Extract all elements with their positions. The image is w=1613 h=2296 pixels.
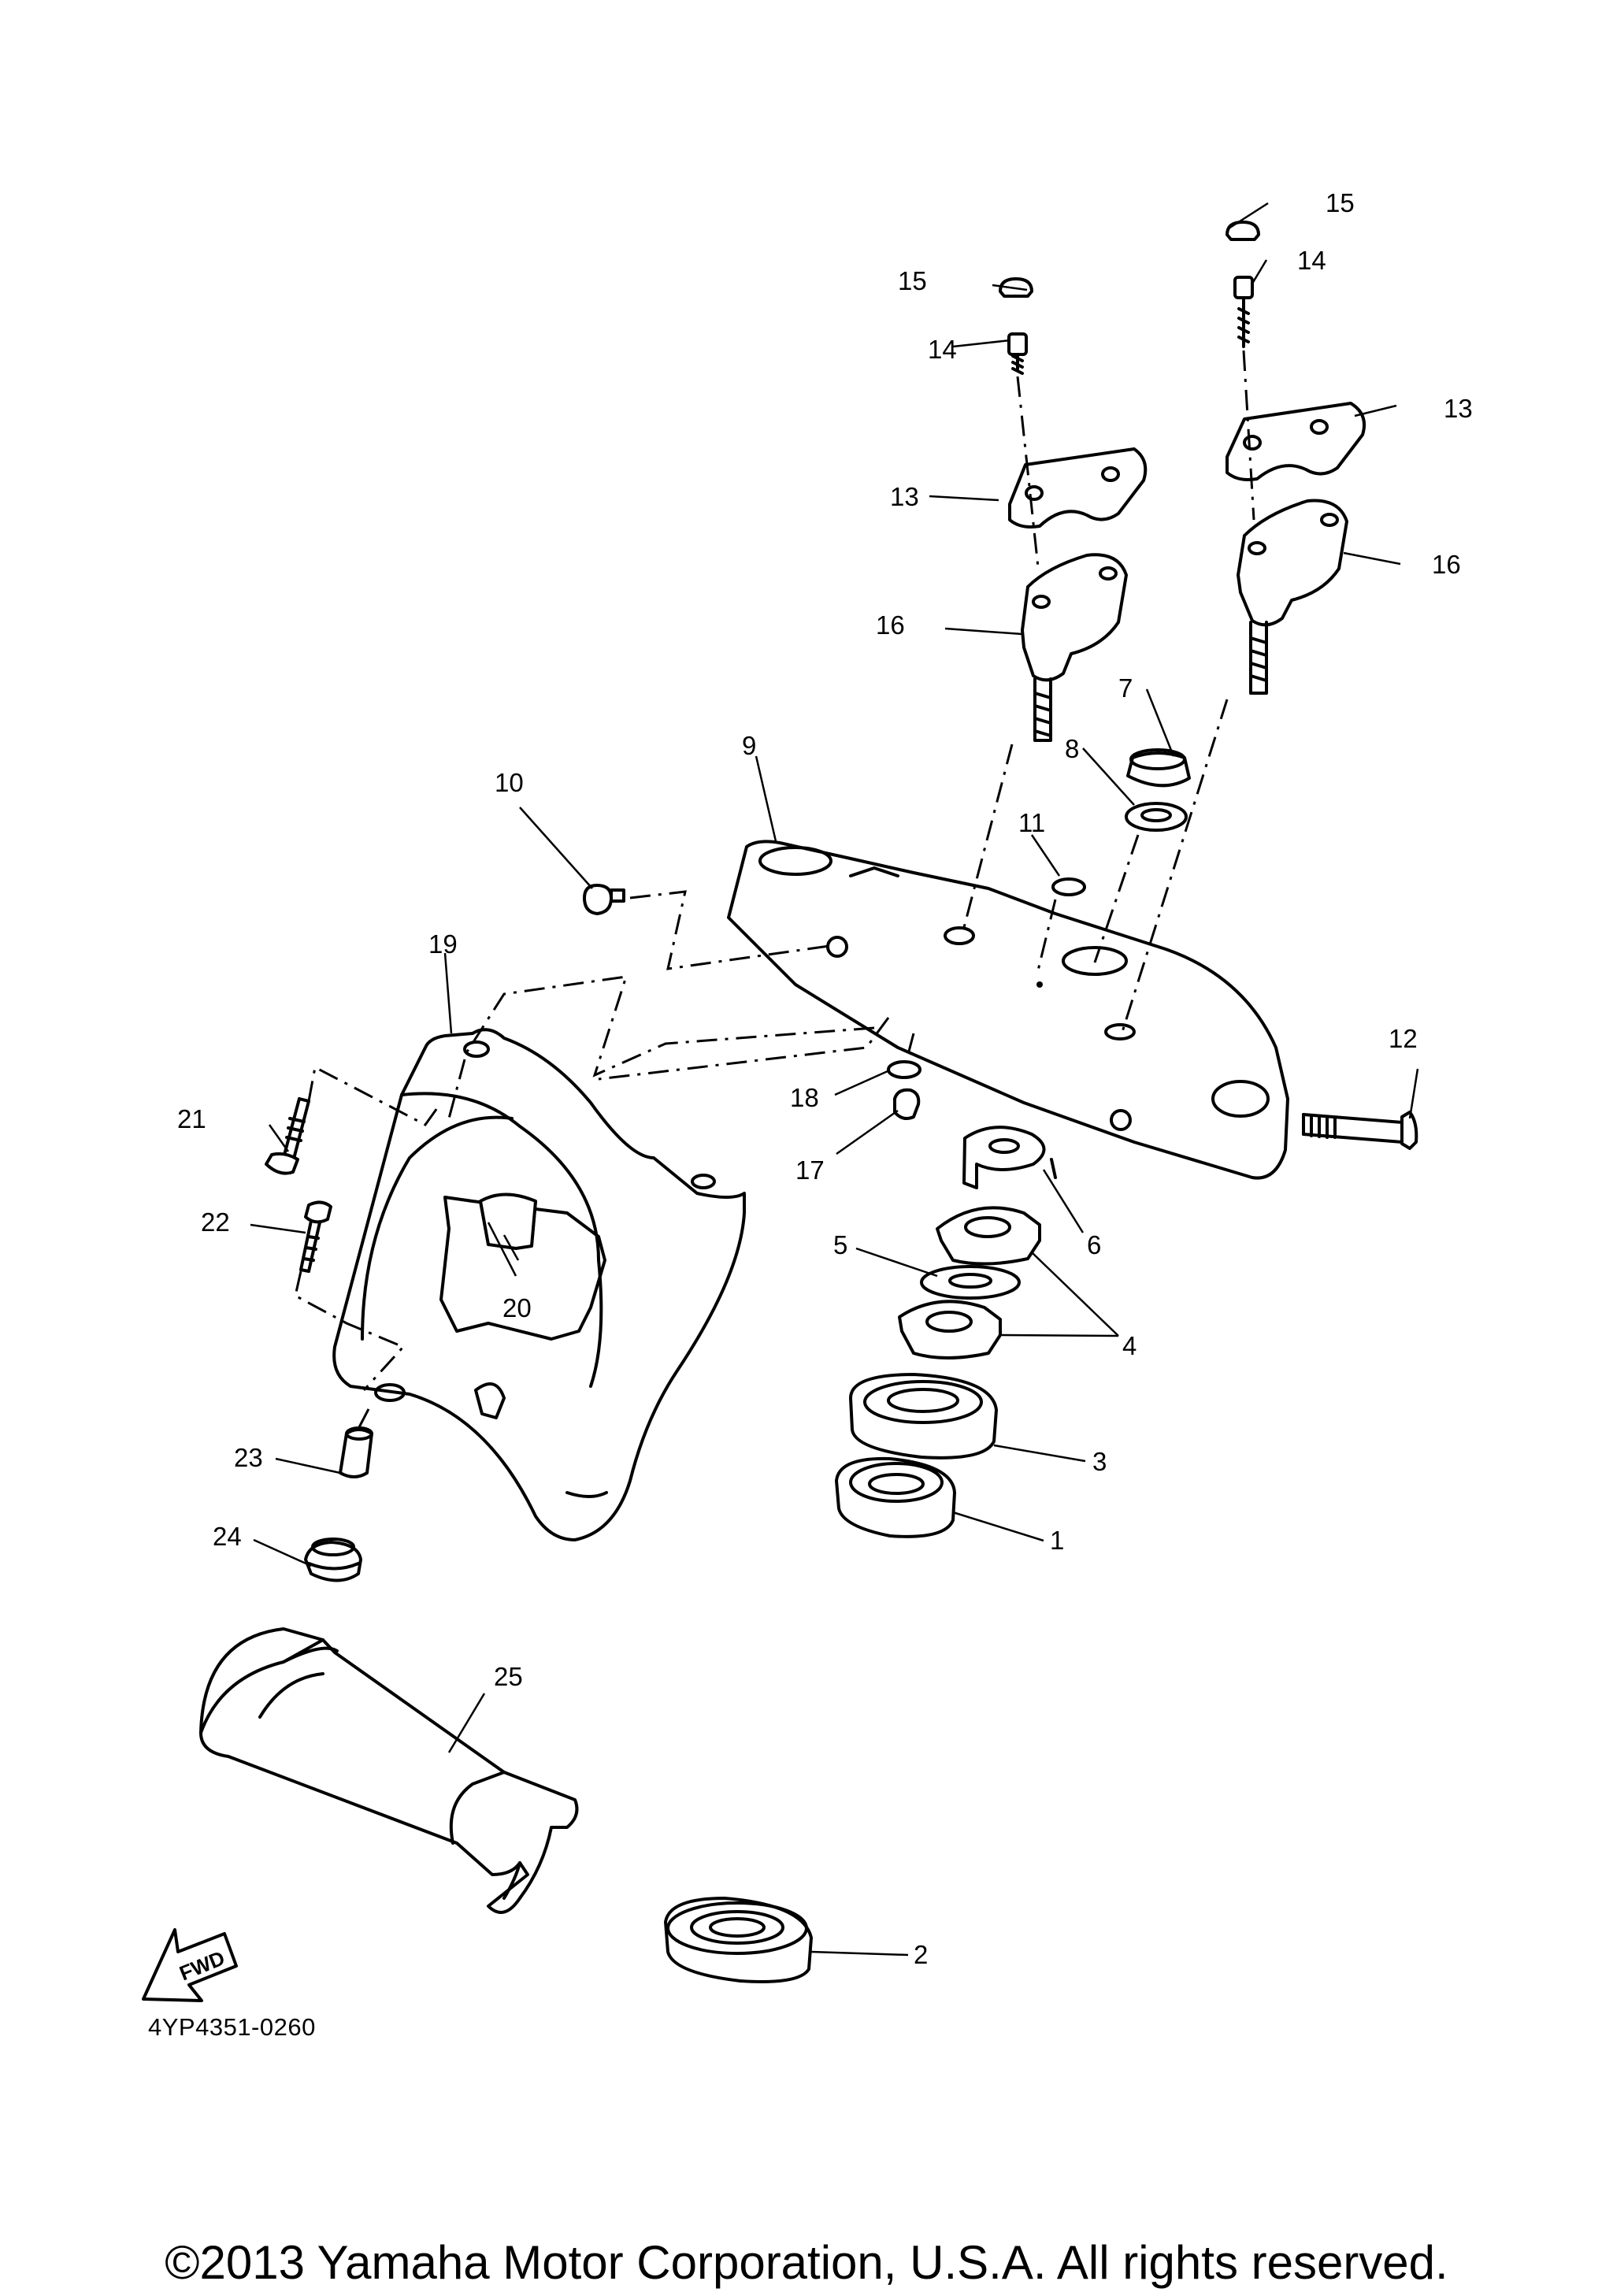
washer-18 [887, 1060, 921, 1079]
washer-8 [1125, 802, 1188, 832]
callout-15-right: 15 [1326, 188, 1355, 217]
assembly-lines [294, 350, 1255, 1428]
callout-19: 19 [428, 929, 458, 959]
ring-nut-4-lower [898, 1300, 1002, 1359]
bolt-22 [299, 1200, 332, 1273]
callout-13-right: 13 [1444, 394, 1473, 423]
callout-2: 2 [914, 1940, 928, 1969]
ring-nut-4-upper [936, 1206, 1041, 1266]
bolt-14-left [1007, 332, 1028, 375]
callout-18: 18 [790, 1083, 819, 1112]
callout-labels: 1 2 3 4 5 6 7 8 9 10 11 12 13 13 14 14 1… [177, 188, 1473, 1969]
upper-bracket-9 [727, 840, 1289, 1180]
callout-8: 8 [1065, 734, 1079, 763]
nut-17 [893, 1088, 921, 1120]
callout-17: 17 [795, 1155, 825, 1185]
callout-16-left: 16 [876, 610, 905, 640]
callout-14-left: 14 [928, 335, 957, 364]
plug-11 [1051, 877, 1086, 896]
grommet-24 [304, 1537, 362, 1582]
bolt-14-right [1233, 276, 1254, 348]
handlebar-upper-holder-13-left [1008, 447, 1148, 529]
callout-3: 3 [1092, 1447, 1107, 1476]
dust-seal-3 [849, 1373, 998, 1460]
callout-10: 10 [495, 768, 524, 797]
callout-7: 7 [1118, 673, 1133, 703]
cap-15-right [1226, 221, 1260, 241]
nut-7 [1126, 748, 1191, 788]
collar-23 [339, 1426, 373, 1478]
callout-14-right: 14 [1297, 246, 1326, 275]
callout-4: 4 [1122, 1331, 1137, 1360]
callout-20: 20 [502, 1293, 532, 1322]
callout-24: 24 [213, 1522, 242, 1551]
copyright-notice: ©2013 Yamaha Motor Corporation, U.S.A. A… [165, 2236, 1448, 2289]
cover-19 [332, 1028, 746, 1541]
lock-washer-6 [962, 1126, 1057, 1189]
callout-11: 11 [1018, 808, 1045, 837]
screw-10 [583, 884, 625, 915]
drawing-code: 4YP4351-0260 [148, 2013, 316, 2041]
bolt-12 [1302, 1111, 1418, 1150]
callout-23: 23 [234, 1443, 263, 1472]
callout-22: 22 [201, 1207, 230, 1237]
bearing-1 [835, 1456, 956, 1538]
callout-25: 25 [494, 1662, 523, 1691]
callout-15-left: 15 [898, 266, 927, 295]
bearing-2 [664, 1897, 813, 1983]
callout-12: 12 [1389, 1024, 1418, 1053]
handlebar-lower-holder-16-left [1021, 553, 1128, 742]
callout-1: 1 [1050, 1526, 1064, 1555]
bolt-21 [265, 1097, 310, 1175]
handlebar-upper-holder-13-right [1226, 402, 1366, 481]
handlebar-lower-holder-16-right [1237, 499, 1348, 695]
callout-16-right: 16 [1432, 550, 1461, 579]
fwd-arrow: FWD [142, 1928, 238, 2002]
leader-lines [250, 202, 1419, 1957]
callout-21: 21 [177, 1104, 206, 1133]
callout-5: 5 [833, 1230, 847, 1259]
callout-9: 9 [742, 731, 756, 760]
cover-25 [199, 1627, 579, 1914]
callout-13-left: 13 [890, 482, 919, 511]
washer-5 [920, 1265, 1021, 1300]
callout-6: 6 [1087, 1230, 1101, 1259]
